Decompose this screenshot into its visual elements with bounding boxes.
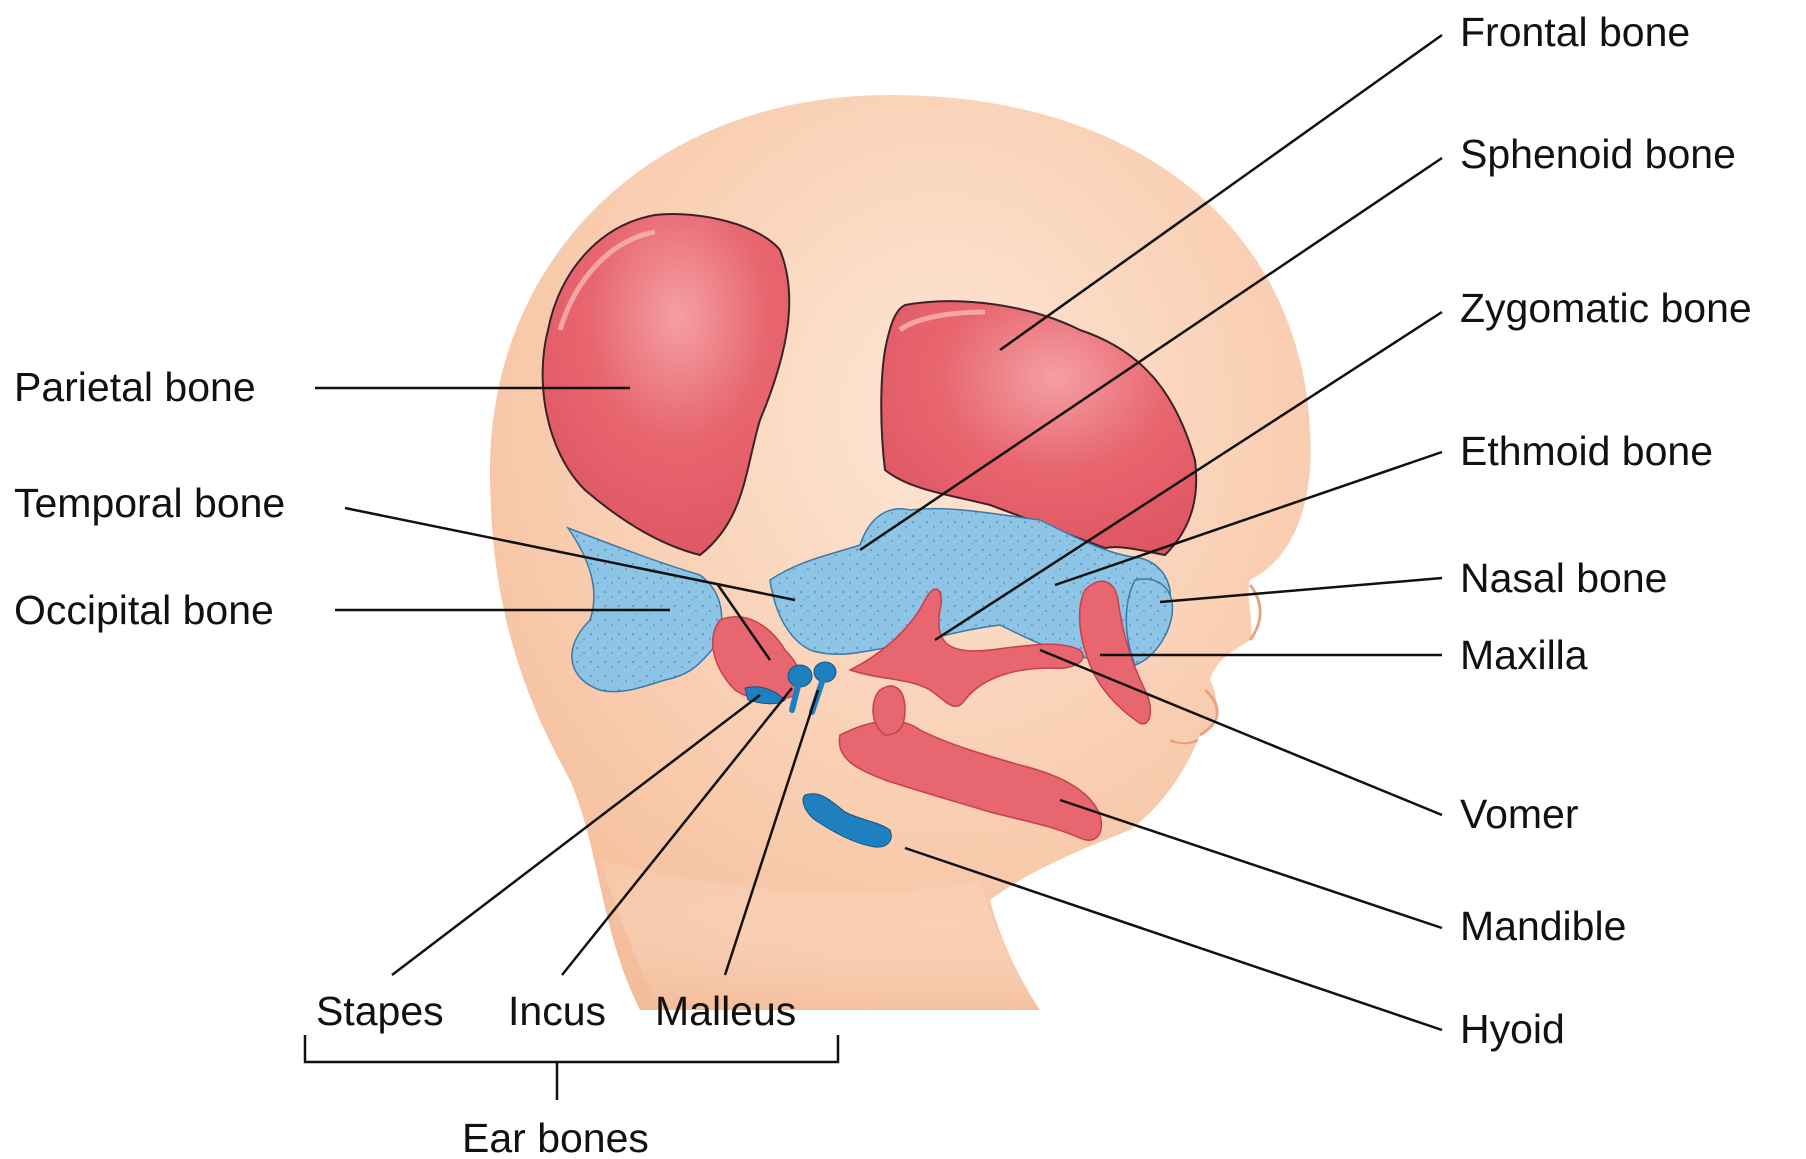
label-incus: Incus xyxy=(508,988,606,1034)
label-hyoid: Hyoid xyxy=(1460,1006,1565,1052)
leader-mandible xyxy=(1060,800,1442,928)
label-stapes: Stapes xyxy=(316,988,444,1034)
label-nasal: Nasal bone xyxy=(1460,555,1667,601)
bracket-line xyxy=(305,1035,838,1062)
label-vomer: Vomer xyxy=(1460,791,1579,837)
ear-bones-bracket xyxy=(305,1035,838,1100)
label-frontal: Frontal bone xyxy=(1460,9,1690,55)
label-temporal: Temporal bone xyxy=(14,480,285,526)
label-sphenoid: Sphenoid bone xyxy=(1460,131,1736,177)
label-ear-bones: Ear bones xyxy=(462,1115,649,1159)
label-occipital: Occipital bone xyxy=(14,587,274,633)
label-mandible: Mandible xyxy=(1460,903,1626,949)
mandible-ramus-shape xyxy=(873,686,905,735)
label-parietal: Parietal bone xyxy=(14,364,256,410)
label-ethmoid: Ethmoid bone xyxy=(1460,428,1713,474)
label-zygomatic: Zygomatic bone xyxy=(1460,285,1752,331)
incus-shape xyxy=(788,665,812,687)
label-maxilla: Maxilla xyxy=(1460,632,1588,678)
label-malleus: Malleus xyxy=(655,988,796,1034)
malleus-shape xyxy=(814,662,836,682)
